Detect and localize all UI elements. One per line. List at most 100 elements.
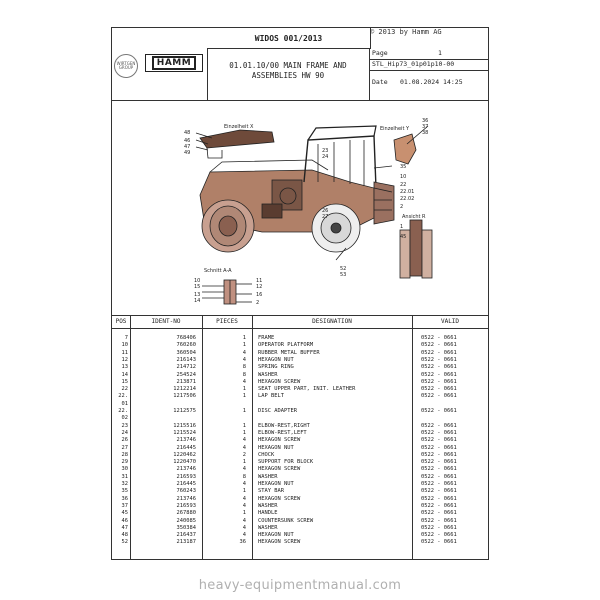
row-pos: 26: [121, 437, 129, 444]
callout-38: 38: [422, 130, 428, 136]
row-designation: SEAT UPPER PART, INIT. LEATHER: [258, 386, 356, 393]
row-designation: OPERATOR PLATFORM: [258, 342, 314, 349]
row-valid: 0522 - 0661: [421, 524, 457, 531]
row-valid: 0522 - 0661: [421, 349, 457, 356]
row-pos: 02: [121, 415, 129, 422]
row-valid: 0522 - 0661: [421, 335, 457, 341]
row-pos: 35: [121, 488, 129, 495]
row-designation: HEXAGON SCREW: [258, 495, 301, 502]
row-pieces: 4: [242, 444, 246, 451]
callout-23: 23: [322, 148, 328, 154]
row-pos: 22.: [118, 408, 128, 414]
meta-code-row: STL_Hip73_01p01p10-00: [370, 59, 488, 71]
callout-22-02: 22.02: [400, 196, 414, 202]
label-einzelheit-y: Einzelheit Y: [380, 126, 410, 132]
row-pos: 27: [121, 444, 129, 451]
col-divider: [412, 315, 413, 559]
row-valid: 0522 - 0661: [421, 429, 457, 436]
row-valid: 0522 - 0661: [421, 364, 457, 371]
row-valid: 0522 - 0661: [421, 451, 457, 458]
row-ident: 768406: [176, 335, 196, 341]
row-ident: 1215524: [173, 429, 196, 436]
row-valid: 0522 - 0661: [421, 495, 457, 502]
parts-sheet: WIRTGEN GROUP HAMM WIDOS 001/2013 01.01.…: [111, 27, 489, 560]
callout-14: 14: [194, 298, 200, 304]
row-designation: HEXAGON SCREW: [258, 378, 301, 385]
section-line-2: ASSEMBLIES HW 90: [251, 71, 325, 80]
row-ident: 760243: [176, 488, 196, 495]
row-pieces: 4: [242, 502, 246, 509]
row-pos: 48: [121, 532, 129, 539]
row-designation: DISC ADAPTER: [258, 408, 297, 414]
row-valid: 0522 - 0661: [421, 517, 457, 524]
callout-48: 48: [184, 130, 190, 136]
section-description: 01.01.10/00 MAIN FRAME AND ASSEMBLIES HW…: [207, 48, 370, 100]
row-pos: 13: [121, 364, 129, 371]
row-pos: 24: [121, 429, 129, 436]
row-pieces: 1: [242, 459, 246, 466]
row-pieces: 1: [242, 422, 246, 429]
label-schnitt-aa: Schnitt A-A: [204, 268, 232, 274]
row-pieces: 1: [242, 429, 246, 436]
row-pos: 37: [121, 502, 129, 509]
callout-15: 15: [194, 284, 200, 290]
row-designation: FRAME: [258, 335, 275, 341]
exploded-drawing: Einzelheit X Einzelheit Y Ansicht R Schn…: [112, 100, 488, 316]
col-header-designation: DESIGNATION: [252, 315, 412, 329]
callout-10: 10: [400, 174, 406, 180]
callout-37: 37: [422, 124, 428, 130]
row-ident: 216143: [176, 356, 196, 363]
row-valid: 0522 - 0661: [421, 393, 457, 400]
row-ident: 1212575: [173, 408, 196, 414]
label-einzelheit-x: Einzelheit X: [224, 124, 254, 130]
row-pieces: 1: [242, 335, 246, 341]
row-valid: 0522 - 0661: [421, 342, 457, 349]
row-designation: STAY BAR: [258, 488, 284, 495]
row-designation: ELBOW-REST,LEFT: [258, 429, 307, 436]
callout-22-01: 22.01: [400, 189, 414, 195]
row-ident: 1217506: [173, 393, 196, 400]
row-designation: SPRING RING: [258, 364, 294, 371]
row-ident: 216437: [176, 532, 196, 539]
date-value: 01.08.2024 14:25: [400, 78, 463, 86]
row-designation: COUNTERSUNK SCREW: [258, 517, 314, 524]
row-ident: 214712: [176, 364, 196, 371]
date-label: Date: [372, 78, 388, 86]
row-ident: 216445: [176, 444, 196, 451]
col-header-pos: POS: [112, 315, 130, 329]
row-designation: HEXAGON NUT: [258, 481, 294, 487]
callout-11: 11: [256, 278, 262, 284]
callout-12: 12: [256, 284, 262, 290]
meta-page-row: Page 1: [370, 48, 488, 60]
row-valid: 0522 - 0661: [421, 510, 457, 517]
drawing-code: STL_Hip73_01p01p10-00: [372, 60, 455, 68]
row-ident: 213746: [176, 437, 196, 444]
label-ansicht-r: Ansicht R: [402, 214, 426, 220]
callout-49: 49: [184, 150, 190, 156]
row-designation: HEXAGON NUT: [258, 532, 294, 539]
row-valid: 0522 - 0661: [421, 386, 457, 393]
callout-1: 1: [400, 224, 403, 230]
row-pieces: 1: [242, 342, 246, 349]
meta-block: Page 1 STL_Hip73_01p01p10-00 Date 01.08.…: [370, 48, 488, 100]
document-title: WIDOS 001/2013: [207, 28, 371, 49]
row-pieces: 4: [242, 378, 246, 385]
sheet-header: WIRTGEN GROUP HAMM WIDOS 001/2013 01.01.…: [112, 28, 488, 101]
page-value: 1: [438, 49, 442, 57]
row-pieces: 4: [242, 532, 246, 539]
row-valid: 0522 - 0661: [421, 459, 457, 466]
row-ident: 213746: [176, 466, 196, 473]
col-header-valid: VALID: [412, 315, 488, 329]
